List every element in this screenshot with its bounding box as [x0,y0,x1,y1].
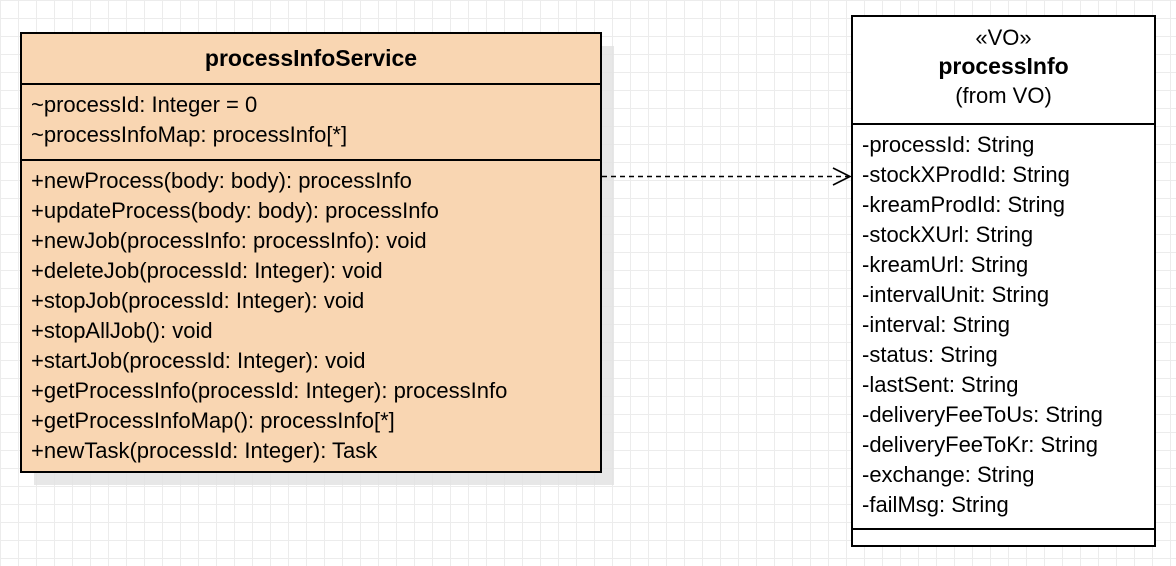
attribute: -lastSent: String [862,372,1019,397]
operation: +updateProcess(body: body): processInfo [31,198,439,223]
attribute: -status: String [862,342,998,367]
class-header: «VO» processInfo (from VO) [853,17,1154,123]
operation: +stopJob(processId: Integer): void [31,288,365,313]
open-arrowhead [832,167,852,186]
operation: +getProcessInfo(processId: Integer): pro… [31,378,508,403]
stereotype: «VO» [975,25,1032,50]
operation: +deleteJob(processId: Integer): void [31,258,383,283]
class-name: processInfoService [204,45,418,71]
package-label: (from VO) [955,83,1052,108]
operation: +stopAllJob(): void [31,318,213,343]
attribute: -deliveryFeeToKr: String [862,432,1098,457]
attribute: -failMsg: String [862,492,1009,517]
operation: +newTask(processId: Integer): Task [31,438,378,463]
attribute: -interval: String [862,312,1010,337]
attribute: ~processInfoMap: processInfo[*] [31,122,348,147]
attribute: -processId: String [862,132,1035,157]
attribute: ~processId: Integer = 0 [31,92,258,117]
attribute: -stockXUrl: String [862,222,1034,247]
attribute: -deliveryFeeToUs: String [862,402,1103,427]
attribute: -exchange: String [862,462,1035,487]
attributes-compartment: -processId: String -stockXProdId: String… [853,123,1154,528]
attribute: -stockXProdId: String [862,162,1070,187]
operation: +newJob(processInfo: processInfo): void [31,228,427,253]
attribute: -intervalUnit: String [862,282,1050,307]
class-processinfo[interactable]: «VO» processInfo (from VO) -processId: S… [851,15,1156,547]
operations-compartment: +newProcess(body: body): processInfo +up… [22,159,600,466]
attribute: -kreamUrl: String [862,252,1029,277]
operation: +newProcess(body: body): processInfo [31,168,412,193]
class-processinfoservice[interactable]: processInfoService ~processId: Integer =… [20,32,602,473]
operation: +getProcessInfoMap(): processInfo[*] [31,408,395,433]
attribute: -kreamProdId: String [862,192,1065,217]
attributes-compartment: ~processId: Integer = 0 ~processInfoMap:… [22,83,600,159]
operations-compartment [853,528,1154,546]
operation: +startJob(processId: Integer): void [31,348,366,373]
class-name: processInfo [938,53,1069,79]
